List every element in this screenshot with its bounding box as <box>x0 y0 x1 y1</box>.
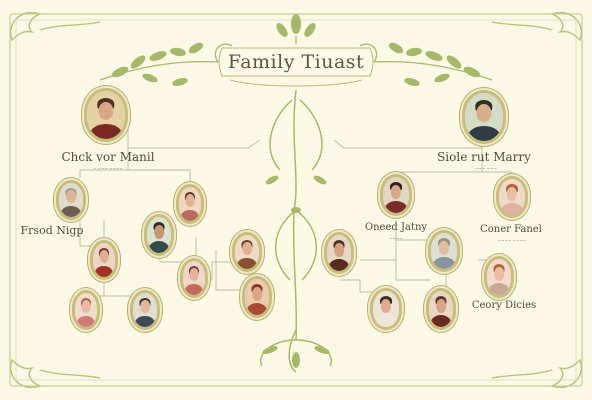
caption-top-left: ~ ~~~ ~~~~ <box>93 166 123 171</box>
portrait-left-6[interactable] <box>180 258 208 298</box>
portrait-top-left[interactable] <box>84 88 128 142</box>
portrait-right-5[interactable] <box>484 256 514 298</box>
name-top-right: Siole rut Marry <box>437 150 531 164</box>
portrait-left-9[interactable] <box>130 290 160 330</box>
portrait-left-1[interactable] <box>56 180 86 220</box>
portrait-top-right[interactable] <box>462 90 506 144</box>
portrait-left-7[interactable] <box>242 276 272 318</box>
portrait-right-2[interactable] <box>496 176 528 218</box>
portrait-right-3[interactable] <box>324 232 354 274</box>
caption-top-right: ~~~ ~~~ <box>475 166 497 171</box>
name-bottom-right: Ceory Dicies <box>471 300 537 311</box>
portrait-left-5[interactable] <box>232 232 262 272</box>
portrait-right-6[interactable] <box>370 288 402 330</box>
caption-center-right: ~~~~ <box>389 236 403 241</box>
flourish-corner-icon <box>10 11 582 389</box>
title-plaque <box>218 47 374 87</box>
name-right-mid: Coner Fanel <box>480 224 542 235</box>
caption-right-mid: ~~~~ ~~~~ <box>497 238 527 243</box>
portrait-right-1[interactable] <box>380 174 412 216</box>
portrait-left-8[interactable] <box>72 290 100 330</box>
tree-trunk <box>259 89 333 373</box>
portrait-left-4[interactable] <box>90 240 118 280</box>
name-top-left: Chck vor Manil <box>61 150 155 164</box>
portrait-left-2[interactable] <box>176 184 204 224</box>
leafy-vine-icon <box>111 14 481 86</box>
portrait-right-4[interactable] <box>428 230 460 272</box>
name-left-mid: Frsod Nigp <box>20 224 84 237</box>
portrait-left-3[interactable] <box>144 214 174 256</box>
portrait-right-7[interactable] <box>426 288 456 330</box>
tree-title: Family Tiuast <box>227 51 365 73</box>
trunk-leaves <box>262 175 330 368</box>
name-center-right: Oneed Jatny <box>364 222 428 233</box>
